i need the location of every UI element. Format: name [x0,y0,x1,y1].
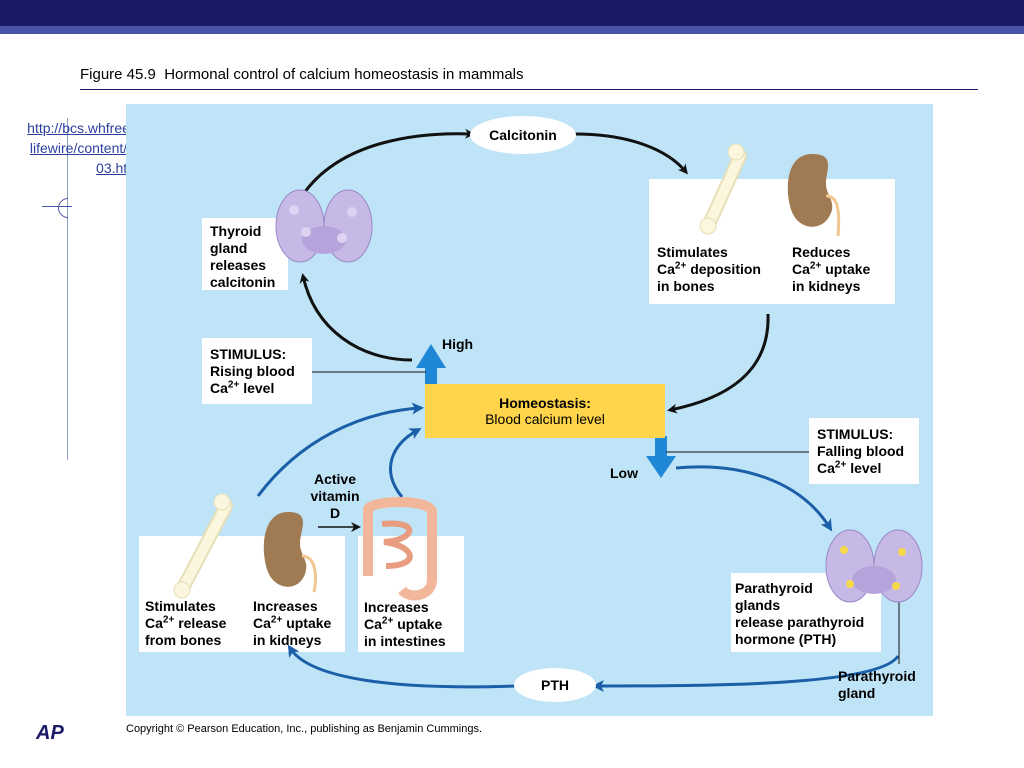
arrow-parathyroid-to-pth [592,655,900,692]
kidney-increase-line-2: Ca2+ uptake [253,614,332,631]
bone-deposition-line-2: Ca2+ deposition [657,260,761,277]
kidney-reduce-label: Reduces Ca2+ uptake in kidneys [792,244,871,294]
high-arrow [416,344,446,388]
title-bar-stripe [0,26,1024,34]
kidney-icon-top [787,154,841,237]
stimulus-rising-label: STIMULUS: Rising blood Ca2+ level [210,346,295,396]
parathyroid-gland-icon [825,529,923,603]
figure-title: Figure 45.9 Hormonal control of calcium … [80,66,524,83]
calcitonin-oval: Calcitonin [470,116,576,154]
kidney-reduce-line-2: Ca2+ uptake [792,260,871,277]
high-label: High [442,336,474,352]
pth-oval: PTH [514,668,596,702]
bone-kidney-release-box [139,536,345,652]
arrow-pth-to-release [287,644,516,689]
bone-icon-top [699,143,747,235]
intestine-line-2: Ca2+ uptake [364,615,443,632]
stimulus-falling-line-3: Ca2+ level [817,459,882,476]
stimulus-falling-box [809,418,919,484]
arrow-high-to-thyroid [299,273,413,362]
arrow-calcitonin-to-effects [574,132,688,175]
ap-logo: AP [36,722,64,744]
side-rule-tick [42,206,72,207]
arrow-effects-to-homeostasis [667,313,770,414]
homeostasis-title: Homeostasis: [499,395,591,411]
low-arrow [646,436,676,478]
stimulus-rising-box [202,338,312,404]
bone-kidney-effect-box [649,179,895,304]
kidney-icon-bottom [263,512,317,593]
side-rule [67,118,68,460]
arrow-bone-to-homeostasis [256,402,424,497]
title-rule [80,89,978,90]
thyroid-box [202,218,288,290]
arrow-low-to-parathyroid [675,465,833,532]
thyroid-gland-icon [275,189,373,263]
intestine-icon [363,497,437,601]
low-label: Low [610,465,638,481]
bone-deposition-label: Stimulates Ca2+ deposition in bones [657,244,761,294]
intestine-label: Increases Ca2+ uptake in intestines [364,599,446,649]
arrow-intestine-to-homeostasis [389,428,422,498]
kidney-increase-label: Increases Ca2+ uptake in kidneys [253,598,332,648]
bone-release-label: Stimulates Ca2+ release from bones [145,598,227,648]
stimulus-falling-label: STIMULUS: Falling blood Ca2+ level [817,426,905,476]
arrow-thyroid-to-calcitonin [300,128,475,197]
homeostasis-box: Homeostasis: Blood calcium level [425,384,665,438]
copyright-notice: Copyright © Pearson Education, Inc., pub… [126,723,483,735]
stimulus-rising-line-3: Ca2+ level [210,379,275,396]
homeostasis-subtitle: Blood calcium level [485,411,605,427]
bone-icon-bottom [173,493,233,599]
bone-release-line-2: Ca2+ release [145,614,227,631]
